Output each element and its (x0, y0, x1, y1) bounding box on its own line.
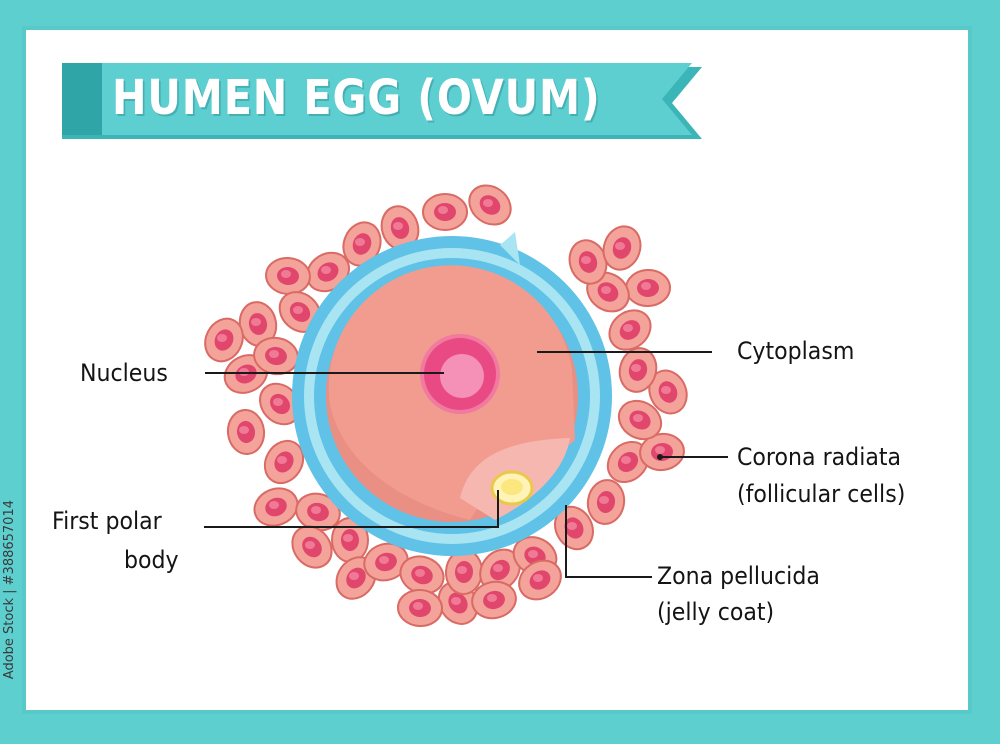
follicular-cell (568, 239, 608, 285)
label-first-polar: First polar (52, 507, 162, 535)
stock-watermark: Adobe Stock | #388657014 (2, 500, 17, 680)
follicular-cell (618, 347, 658, 393)
follicular-cell (204, 317, 244, 363)
label-nucleus: Nucleus (80, 359, 168, 387)
follicular-cells (204, 184, 688, 628)
follicular-cell (265, 256, 311, 296)
label-corona-radiata-sub: (follicular cells) (737, 480, 906, 508)
follicular-cell (342, 221, 382, 267)
label-cytoplasm: Cytoplasm (737, 337, 855, 365)
nucleus (420, 334, 500, 414)
follicular-cell (602, 225, 642, 271)
polar-body-pointer (204, 490, 499, 528)
follicular-cell (295, 492, 341, 532)
pointer-lines (204, 351, 728, 578)
follicular-cell (479, 548, 521, 592)
label-corona-radiata: Corona radiata (737, 443, 902, 471)
follicular-cell (380, 205, 420, 251)
first-polar-body (490, 470, 534, 506)
title-banner (62, 63, 702, 139)
follicular-cell (468, 184, 512, 226)
label-zona-pellucida: Zona pellucida (657, 562, 820, 590)
follicular-cell (422, 193, 468, 231)
follicular-cell (335, 556, 377, 600)
follicular-cell (263, 439, 305, 485)
follicular-cell (363, 542, 409, 582)
follicular-cell (238, 301, 278, 347)
follicular-cell (397, 588, 443, 628)
follicular-cell (617, 399, 663, 441)
follicular-cell (625, 268, 671, 308)
follicular-cell (291, 525, 333, 569)
follicular-cell (471, 580, 517, 620)
follicular-cell (639, 432, 685, 472)
zona-pointer (565, 505, 652, 578)
follicular-cell (306, 251, 350, 293)
diagram-title: HUMEN EGG (OVUM) (112, 70, 601, 126)
label-zona-pellucida-sub: (jelly coat) (657, 598, 775, 626)
follicular-cell (253, 487, 299, 527)
follicular-cell (554, 505, 594, 551)
follicular-cell (330, 517, 370, 563)
follicular-cell (586, 479, 626, 525)
follicular-cell (278, 291, 322, 333)
label-polar-body: body (124, 546, 179, 574)
follicular-cell (648, 369, 688, 415)
follicular-cell (518, 559, 562, 601)
follicular-cell (608, 309, 652, 351)
corona-pointer-dot (657, 454, 663, 460)
follicular-cell (226, 409, 266, 455)
